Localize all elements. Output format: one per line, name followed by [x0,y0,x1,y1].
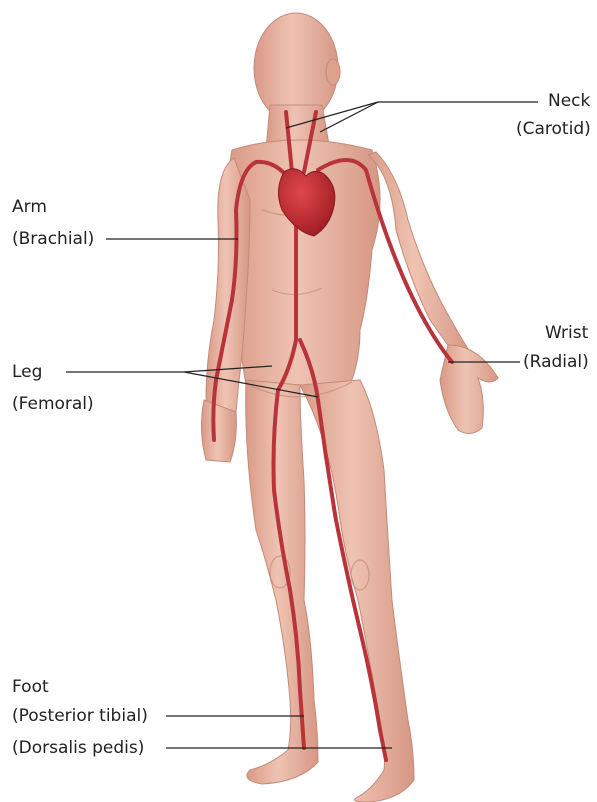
label-radial: (Radial) [523,351,589,373]
label-femoral: (Femoral) [12,393,94,415]
leader-neck-carotid-b [320,102,378,132]
label-neck: Neck [548,90,590,112]
label-leg: Leg [12,361,42,383]
label-dorsalis-pedis: (Dorsalis pedis) [12,737,144,759]
left-arm [368,152,470,360]
label-carotid: (Carotid) [516,118,591,140]
body-silhouette [201,13,498,802]
label-brachial: (Brachial) [12,228,94,250]
label-arm: Arm [12,196,47,218]
label-foot: Foot [12,676,49,698]
right-leg [246,380,318,784]
label-wrist: Wrist [545,322,588,344]
label-posterior-tibial: (Posterior tibial) [12,705,148,727]
